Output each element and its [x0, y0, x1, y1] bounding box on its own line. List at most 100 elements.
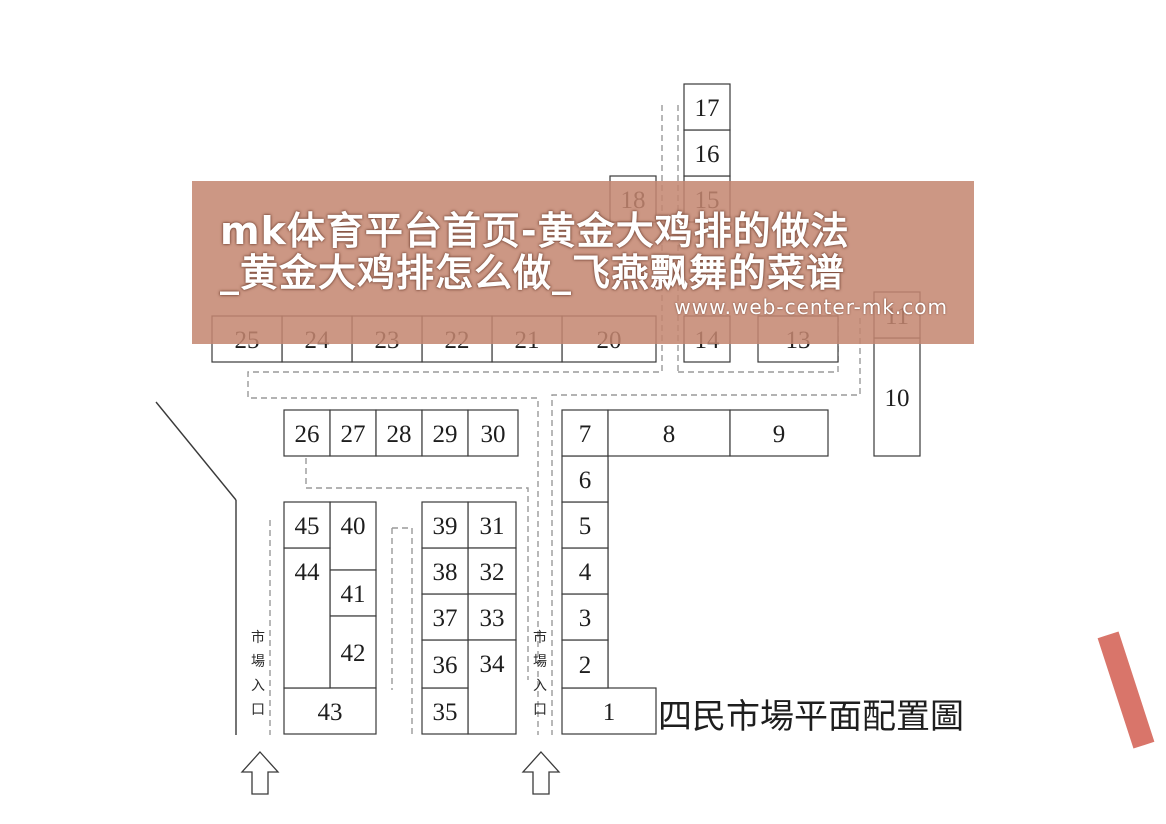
- stall-27: 27: [329, 409, 377, 457]
- stall-42: 42: [329, 615, 377, 689]
- stall-number: 41: [341, 581, 366, 608]
- stall-box: [561, 455, 609, 503]
- stall-box: [283, 409, 331, 457]
- stall-box: [729, 409, 829, 457]
- stall-7: 7: [561, 409, 609, 457]
- stall-number: 43: [318, 699, 343, 726]
- plan-title: 四民市場平面配置圖: [658, 697, 964, 737]
- stall-box: [375, 409, 423, 457]
- stall-33: 33: [467, 593, 517, 641]
- stall-3: 3: [561, 593, 609, 641]
- banner-url: www.web-center-mk.com: [674, 295, 948, 319]
- stall-26: 26: [283, 409, 331, 457]
- stall-32: 32: [467, 547, 517, 595]
- stall-number: 7: [579, 421, 592, 448]
- stall-number: 31: [480, 513, 505, 540]
- stall-number: 5: [579, 513, 592, 540]
- stall-6: 6: [561, 455, 609, 503]
- stall-number: 26: [295, 421, 320, 448]
- stall-number: 44: [295, 559, 321, 586]
- stall-number: 6: [579, 467, 592, 494]
- stall-box: [873, 337, 921, 457]
- stall-40: 40: [329, 501, 377, 571]
- stall-number: 16: [695, 141, 720, 168]
- stall-number: 4: [579, 559, 592, 586]
- stall-39: 39: [421, 501, 469, 549]
- entrance-label-char: 場: [251, 654, 265, 670]
- stall-37: 37: [421, 593, 469, 641]
- entrance-label-char: 市: [251, 629, 265, 646]
- stall-4: 4: [561, 547, 609, 595]
- stall-5: 5: [561, 501, 609, 549]
- stall-number: 37: [433, 605, 458, 632]
- stall-35: 35: [421, 687, 469, 735]
- stall-box: [467, 409, 519, 457]
- stall-box: [561, 639, 609, 689]
- stall-grid: 1234567891011131415161718202122232425262…: [211, 83, 921, 735]
- stall-16: 16: [683, 129, 731, 177]
- stall-number: 3: [579, 605, 592, 632]
- up-arrow-icon: [521, 751, 561, 795]
- stall-31: 31: [467, 501, 517, 549]
- stall-box: [283, 687, 377, 735]
- stall-number: 1: [603, 699, 616, 726]
- stall-number: 35: [433, 699, 458, 726]
- stall-10: 10: [873, 337, 921, 457]
- stall-box: [283, 547, 331, 689]
- stall-box: [329, 409, 377, 457]
- stall-box: [421, 639, 469, 689]
- stall-45: 45: [283, 501, 331, 549]
- stall-36: 36: [421, 639, 469, 689]
- up-arrow-icon: [240, 751, 280, 795]
- stall-number: 17: [695, 95, 720, 122]
- stall-box: [421, 687, 469, 735]
- stall-box: [561, 409, 609, 457]
- stall-number: 27: [341, 421, 366, 448]
- stall-box: [329, 615, 377, 689]
- stall-box: [607, 409, 731, 457]
- stall-44: 44: [283, 547, 331, 689]
- entrance-label-char: 口: [533, 702, 547, 718]
- stall-number: 30: [481, 421, 506, 448]
- entrance-label-char: 場: [533, 654, 547, 670]
- stall-number: 2: [579, 652, 592, 679]
- stall-34: 34: [467, 639, 517, 735]
- entrance-label-char: 入: [533, 678, 547, 694]
- stall-30: 30: [467, 409, 519, 457]
- stall-29: 29: [421, 409, 469, 457]
- stall-box: [683, 83, 731, 131]
- stall-38: 38: [421, 547, 469, 595]
- stall-41: 41: [329, 569, 377, 617]
- stall-number: 34: [480, 651, 506, 678]
- stall-28: 28: [375, 409, 423, 457]
- stall-box: [561, 687, 657, 735]
- stall-number: 32: [480, 559, 505, 586]
- stall-number: 8: [663, 421, 676, 448]
- stall-number: 42: [341, 640, 366, 667]
- stall-number: 9: [773, 421, 786, 448]
- stall-8: 8: [607, 409, 731, 457]
- banner-title-line1: mk体育平台首页-黄金大鸡排的做法: [220, 209, 850, 253]
- walkway-dashed-lines: [247, 105, 861, 735]
- stall-box: [421, 547, 469, 595]
- stall-number: 39: [433, 513, 458, 540]
- stall-box: [421, 501, 469, 549]
- stall-17: 17: [683, 83, 731, 131]
- stall-box: [467, 593, 517, 641]
- entrance-label-char: 入: [251, 678, 265, 694]
- stall-2: 2: [561, 639, 609, 689]
- stall-number: 10: [885, 385, 910, 412]
- stall-43: 43: [283, 687, 377, 735]
- entrance-label-char: 市: [533, 629, 547, 646]
- stall-number: 28: [387, 421, 412, 448]
- stall-box: [283, 501, 331, 549]
- entrance-label-char: 口: [251, 702, 265, 718]
- stall-number: 29: [433, 421, 458, 448]
- stall-number: 45: [295, 513, 320, 540]
- watermark-banner: mk体育平台首页-黄金大鸡排的做法 _黄金大鸡排怎么做_飞燕飘舞的菜谱 www.…: [192, 181, 974, 344]
- stall-1: 1: [561, 687, 657, 735]
